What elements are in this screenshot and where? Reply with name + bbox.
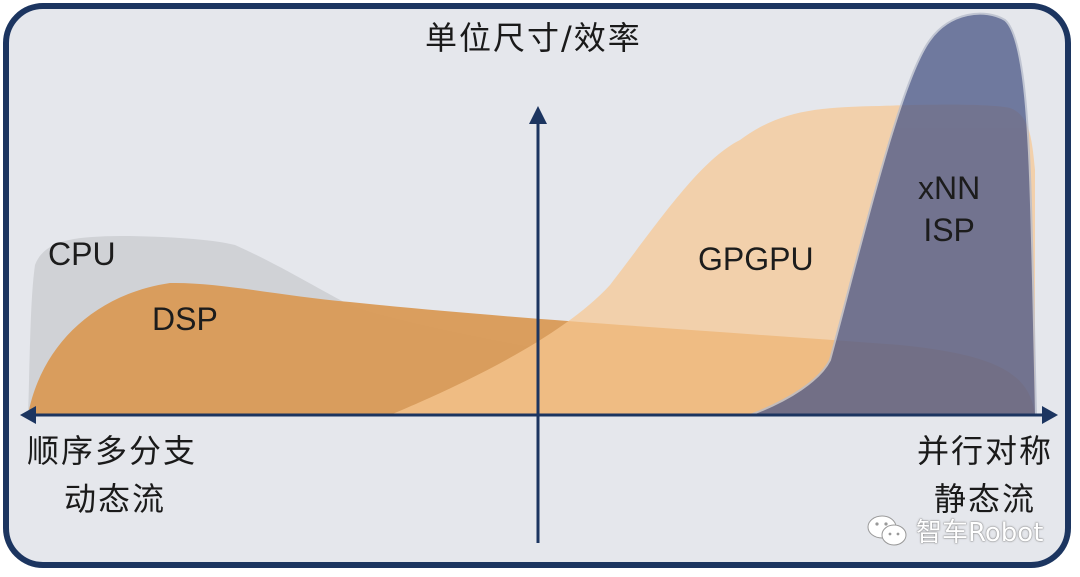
- x-axis-left-arrow-icon: [20, 406, 36, 424]
- isp-label: ISP: [923, 211, 975, 248]
- xnn-label: xNN: [918, 170, 981, 206]
- cpu-label: CPU: [48, 236, 116, 272]
- y-axis-title: 单位尺寸/效率: [425, 19, 642, 57]
- dsp-label: DSP: [152, 301, 218, 337]
- xnn-isp-label: xNN ISP: [918, 168, 980, 251]
- x-axis-right-label: 并行对称: [917, 432, 1054, 470]
- gpgpu-label: GPGPU: [698, 241, 814, 277]
- x-axis-left-sublabel: 动态流: [64, 480, 167, 518]
- watermark-text: 智车Robot: [916, 518, 1044, 548]
- xnn-isp-area: [749, 12, 1038, 416]
- x-axis-right-sublabel: 静态流: [934, 480, 1037, 518]
- x-axis-right-arrow-icon: [1042, 406, 1058, 424]
- y-axis-arrow-icon: [529, 106, 547, 124]
- wechat-icon: [867, 515, 907, 545]
- watermark: 智车Robot: [866, 512, 1043, 549]
- x-axis-left-label: 顺序多分支: [27, 432, 198, 470]
